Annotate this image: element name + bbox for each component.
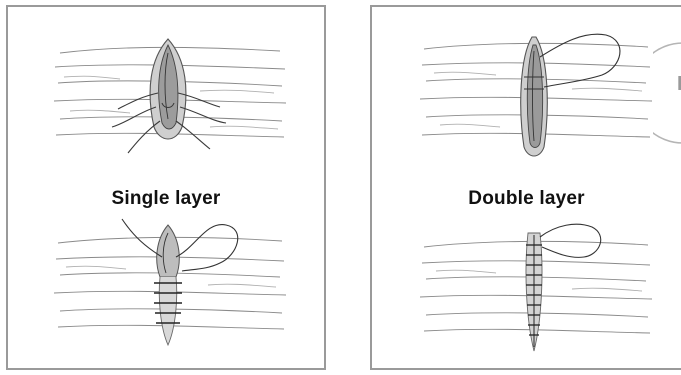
single-layer-suture-illustration	[50, 217, 290, 357]
double-layer-incision-illustration	[416, 27, 656, 167]
partial-badge-letter: P	[677, 73, 681, 96]
single-layer-panel: Single layer	[6, 5, 326, 370]
double-layer-suture-illustration	[416, 219, 656, 359]
intestine-incision-illustration	[50, 31, 290, 161]
double-layer-panel: Double layer	[370, 5, 681, 370]
single-layer-label: Single layer	[8, 188, 324, 210]
double-layer-label: Double layer	[372, 188, 681, 210]
